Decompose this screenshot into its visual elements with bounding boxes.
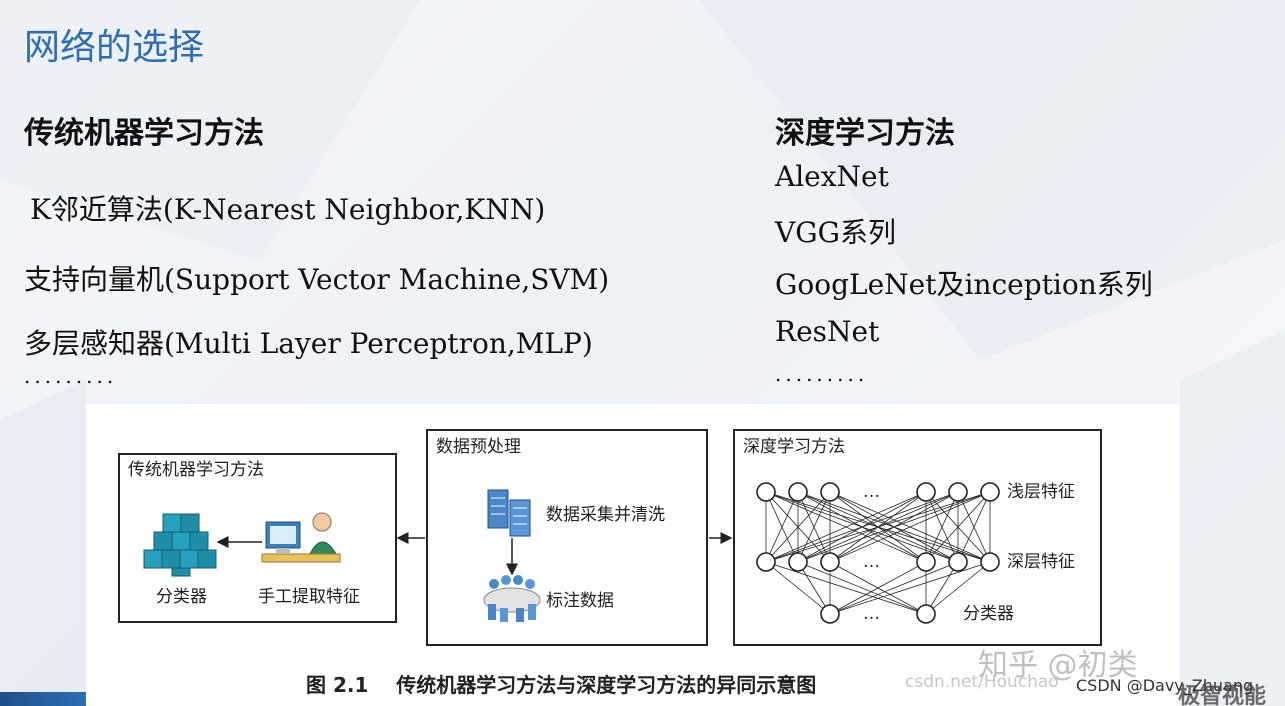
deep-item-resnet: ResNet (775, 315, 880, 348)
nn-connection (765, 491, 991, 563)
traditional-heading: 传统机器学习方法 (24, 116, 264, 151)
nn-node-layer-2 (788, 552, 808, 572)
deep-item-vgg: VGG系列 (775, 216, 896, 249)
corner-logo-text: 极智视能 (1178, 684, 1267, 706)
deep-heading: 深度学习方法 (775, 116, 955, 151)
nn-node-layer-2 (820, 552, 840, 572)
nn-node-layer-2 (948, 552, 968, 572)
nn-connection (765, 561, 831, 615)
shallow-features-label: 浅层特征 (1007, 482, 1075, 502)
nn-connection (957, 491, 991, 563)
deep-classifier-label: 分类器 (963, 604, 1014, 624)
nn-node-layer-1 (980, 482, 1000, 502)
nn-node-layer-1 (756, 482, 776, 502)
team-meeting-icon (483, 575, 541, 622)
nn-node-layer-3 (916, 604, 936, 624)
nn-connection (765, 491, 799, 563)
data-collection-label: 数据采集并清洗 (546, 505, 665, 525)
nn-connection (765, 491, 831, 563)
nn-connection (829, 561, 959, 615)
deep-features-label: 深层特征 (1007, 552, 1075, 572)
figure-caption: 图 2.1 传统机器学习方法与深度学习方法的异同示意图 (306, 673, 816, 697)
traditional-item-mlp: 多层感知器(Multi Layer Perceptron,MLP) (24, 327, 593, 360)
nn-connection (765, 561, 927, 615)
nn-connection (925, 561, 959, 615)
nn-connection (829, 491, 991, 563)
nn-connection (925, 561, 991, 615)
nn-node-layer-2 (980, 552, 1000, 572)
ellipsis-top: … (863, 482, 880, 502)
traditional-ml-box (118, 453, 397, 623)
ellipsis-bottom: … (863, 604, 880, 624)
manual-feature-person-icon (261, 512, 341, 563)
figure-diagram: 传统机器学习方法 分类器 手工提取特征 数据预处理 (118, 429, 1102, 697)
nn-node-layer-1 (916, 482, 936, 502)
traditional-item-svm: 支持向量机(Support Vector Machine,SVM) (24, 263, 610, 296)
nn-node-layer-2 (916, 552, 936, 572)
nn-node-layer-1 (820, 482, 840, 502)
annotate-data-label: 标注数据 (546, 591, 614, 611)
ellipsis-middle: … (863, 552, 880, 572)
nn-node-layer-1 (948, 482, 968, 502)
traditional-box-title: 传统机器学习方法 (128, 460, 264, 480)
bottom-accent-bar (0, 692, 86, 706)
deep-item-googlenet: GoogLeNet及inception系列 (775, 268, 1153, 301)
nn-connection (829, 561, 991, 615)
nn-connection (797, 491, 991, 563)
left-classifier-label: 分类器 (156, 587, 207, 607)
deep-box-title: 深度学习方法 (743, 437, 845, 457)
nn-node-layer-2 (756, 552, 776, 572)
comparison-figure: 传统机器学习方法 分类器 手工提取特征 数据预处理 (86, 404, 1179, 706)
nn-connection (797, 561, 927, 615)
traditional-item-knn: K邻近算法(K-Nearest Neighbor,KNN) (30, 193, 546, 226)
server-icon (487, 489, 531, 537)
deep-item-alexnet: AlexNet (775, 160, 889, 193)
nn-connection (765, 491, 927, 563)
slide-title: 网络的选择 (24, 27, 205, 68)
preprocessing-box-title: 数据预处理 (436, 437, 521, 457)
nn-connection (829, 561, 927, 615)
deep-item-more: ......... (775, 362, 869, 386)
feature-extraction-label: 手工提取特征 (258, 587, 360, 607)
nn-connection (797, 561, 831, 615)
nn-connection (765, 491, 959, 563)
neural-network-diagram (756, 482, 1000, 624)
nn-node-layer-1 (788, 482, 808, 502)
deep-learning-box (733, 429, 1102, 646)
nn-node-layer-3 (820, 604, 840, 624)
classifier-cubes-icon (143, 513, 217, 577)
preprocessing-box (426, 429, 708, 646)
nn-connection (925, 491, 991, 563)
traditional-item-more: ......... (24, 364, 118, 388)
